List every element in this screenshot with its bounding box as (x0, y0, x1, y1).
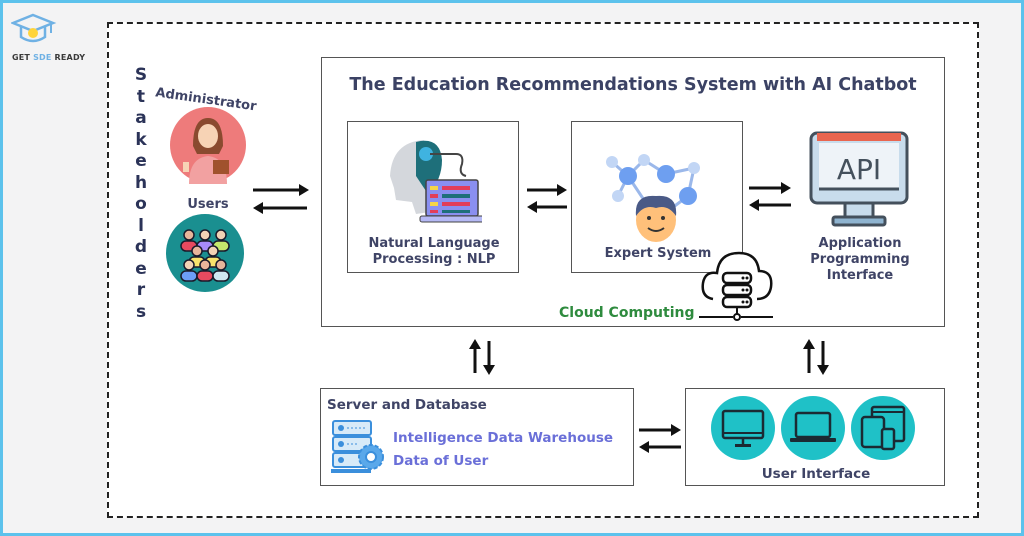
stakeholders-letter: e (135, 258, 147, 279)
nlp-icon (386, 136, 482, 228)
api-label-line3: Interface (826, 268, 894, 283)
laptop-icon (780, 395, 846, 461)
nlp-label: Natural Language Processing : NLP (348, 236, 520, 268)
arrow-right-icon (749, 182, 791, 194)
stakeholders-letter: t (136, 86, 146, 107)
arrow-up-icon (803, 339, 815, 373)
stakeholders-system-arrows (251, 181, 311, 215)
users-label: Users (187, 197, 229, 212)
api-label-line1: Application (818, 236, 902, 251)
desktop-icon (710, 395, 776, 461)
users-avatar (165, 213, 245, 293)
stakeholders-letter: r (136, 280, 146, 300)
expert-api-arrows (747, 181, 793, 211)
server-database-title: Server and Database (327, 397, 487, 413)
api-label: Application Programming Interface (783, 236, 937, 284)
system-title: The Education Recommendations System wit… (349, 75, 917, 95)
stakeholders-letter: e (135, 151, 147, 171)
arrow-right-icon (527, 184, 567, 196)
user-interface-label: User Interface (761, 466, 871, 482)
arrow-left-icon (527, 201, 567, 213)
server-ui-arrows (637, 423, 683, 453)
api-label-line2: Programming (810, 252, 910, 267)
arrow-down-icon (483, 341, 495, 375)
expert-system-icon (606, 138, 716, 242)
nlp-box: Natural Language Processing : NLP (347, 121, 519, 273)
expert-system-label: Expert System (604, 246, 712, 261)
api-icon: API (809, 131, 909, 227)
nlp-label-line2: Processing : NLP (372, 252, 496, 267)
administrator-icon (170, 107, 246, 184)
server-line2: Data of User (393, 453, 489, 469)
arrow-left-icon (639, 441, 681, 453)
arrow-left-icon (253, 202, 307, 214)
stakeholders-letter: l (138, 215, 144, 236)
server-line1: Intelligence Data Warehouse (393, 430, 614, 446)
users-group-icon (166, 214, 244, 292)
arrow-left-icon (749, 199, 791, 211)
arrow-up-icon (469, 339, 481, 373)
cloud-computing-icon (699, 243, 775, 325)
stakeholders-letter: h (134, 172, 148, 193)
user-interface-box: User Interface (685, 388, 945, 486)
stakeholders-letter: d (134, 237, 148, 257)
logo-text: GET SDE READY (12, 53, 86, 62)
api-screen-text: API (837, 153, 881, 186)
stakeholders-letter: s (135, 301, 147, 322)
stakeholders-letter: o (135, 194, 147, 214)
nlp-expert-arrows (525, 183, 569, 213)
arrow-down-icon (817, 341, 829, 375)
graduation-cap-icon (11, 13, 57, 43)
system-ui-arrows (801, 339, 831, 375)
administrator-avatar (169, 106, 247, 184)
server-database-box: Server and Database Intelligence Data Wa… (320, 388, 634, 486)
nlp-label-line1: Natural Language (368, 236, 500, 251)
server-gear-icon (331, 419, 389, 477)
stakeholders-letter: a (135, 108, 147, 128)
system-server-arrows (467, 339, 497, 375)
arrow-right-icon (639, 424, 681, 436)
stakeholders-letter: k (135, 129, 147, 150)
stakeholders-letter: S (134, 65, 148, 85)
arrow-right-icon (253, 184, 309, 196)
expert-system-box: Expert System (571, 121, 743, 273)
get-sde-ready-logo (11, 11, 101, 69)
tablet-phone-icon (850, 395, 916, 461)
cloud-computing-label: Cloud Computing (559, 305, 695, 321)
